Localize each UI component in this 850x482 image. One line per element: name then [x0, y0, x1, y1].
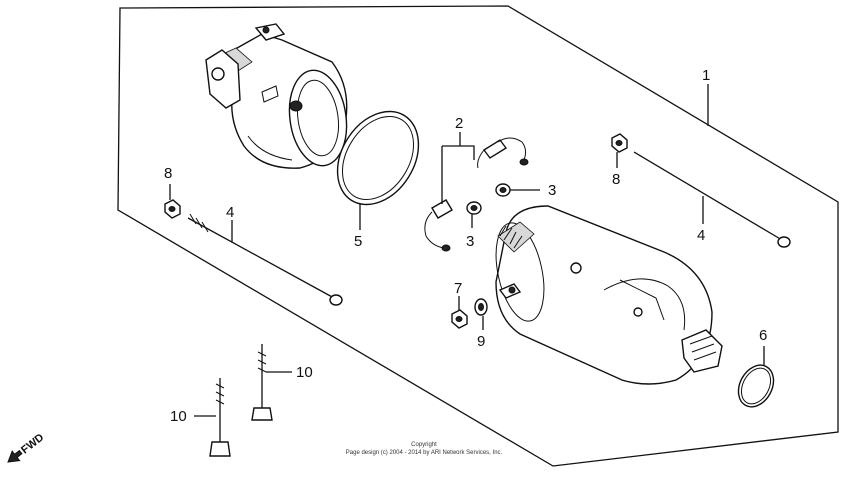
terminal-nut	[451, 309, 468, 329]
o-ring-large	[336, 110, 420, 206]
copyright-notice: Page design (c) 2004 - 2014 by ARI Netwo…	[346, 450, 503, 456]
fwd-label: FWD	[19, 432, 46, 457]
mounting-bolt-right	[251, 344, 273, 421]
brush-spring-upper	[495, 183, 511, 197]
nut-left	[164, 199, 181, 219]
callout-8-left: 8	[164, 165, 172, 182]
o-ring-small	[737, 364, 775, 408]
callout-2: 2	[455, 115, 463, 132]
callout-9: 9	[477, 333, 485, 350]
callout-4-left: 4	[226, 204, 234, 221]
starter-motor-body	[495, 205, 723, 385]
forward-direction-indicator: FWD	[7, 432, 46, 463]
terminal-washer	[474, 298, 488, 316]
front-cover-housing	[205, 23, 348, 169]
callout-7: 7	[454, 280, 462, 297]
nut-right	[611, 133, 628, 153]
callout-5: 5	[354, 233, 362, 250]
brush-spring-lower	[466, 201, 482, 215]
through-bolt-left	[187, 213, 343, 306]
callout-10-right: 10	[296, 364, 313, 381]
brush-set	[424, 137, 529, 252]
callout-3-lower: 3	[466, 233, 474, 250]
callout-8-right: 8	[612, 171, 620, 188]
callout-10-left: 10	[170, 408, 187, 425]
leader-2	[441, 132, 475, 204]
callout-4-right: 4	[697, 227, 705, 244]
callout-3-upper: 3	[548, 182, 556, 199]
through-bolt-right	[633, 151, 791, 248]
mounting-bolt-left	[209, 378, 231, 457]
copyright-title: Copyright	[411, 442, 437, 448]
arrow-icon	[7, 449, 23, 463]
callout-1: 1	[702, 67, 710, 84]
assembly-frame	[117, 5, 839, 467]
callout-6: 6	[759, 327, 767, 344]
